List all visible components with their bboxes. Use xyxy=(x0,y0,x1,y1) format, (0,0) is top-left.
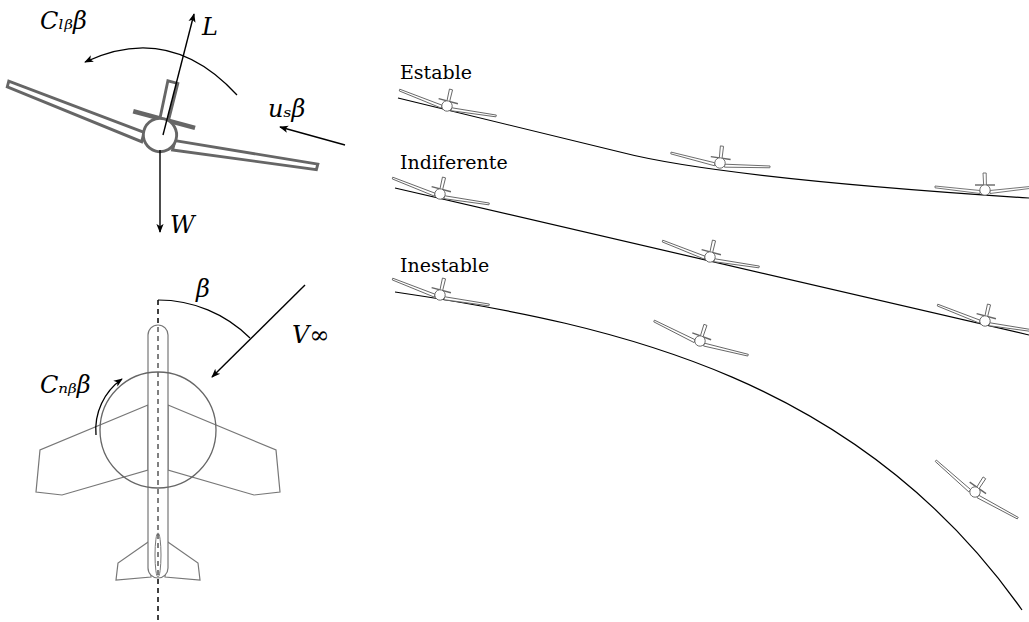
trajectory-label: Inestable xyxy=(400,255,489,276)
trajectory-label: Indiferente xyxy=(400,152,508,173)
weight-label: W xyxy=(170,212,195,238)
lift-arrow xyxy=(163,14,194,135)
sideslip-velocity-label: uₛβ xyxy=(268,96,305,122)
roll-moment-label: Cₗᵦβ xyxy=(40,8,87,34)
stable-path xyxy=(398,98,1029,198)
front-view-aircraft xyxy=(1,14,345,232)
yaw-moment-arrow xyxy=(96,379,122,435)
sideslip-angle-label: β xyxy=(196,276,210,302)
trajectories xyxy=(390,77,1029,610)
sideslip-angle-arc xyxy=(158,300,250,338)
lift-label: L xyxy=(202,14,218,40)
top-view-aircraft xyxy=(36,285,305,620)
roll-moment-arrow xyxy=(85,48,237,95)
freestream-label: V∞ xyxy=(292,322,329,348)
trajectory-label: Estable xyxy=(400,62,472,83)
neutral-path xyxy=(395,188,1029,335)
yaw-moment-label: Cₙᵦβ xyxy=(40,372,91,398)
weight-arrow xyxy=(159,150,160,232)
unstable-path xyxy=(395,292,1022,610)
sideslip-velocity-arrow xyxy=(280,127,345,145)
freestream-arrow xyxy=(212,285,305,377)
